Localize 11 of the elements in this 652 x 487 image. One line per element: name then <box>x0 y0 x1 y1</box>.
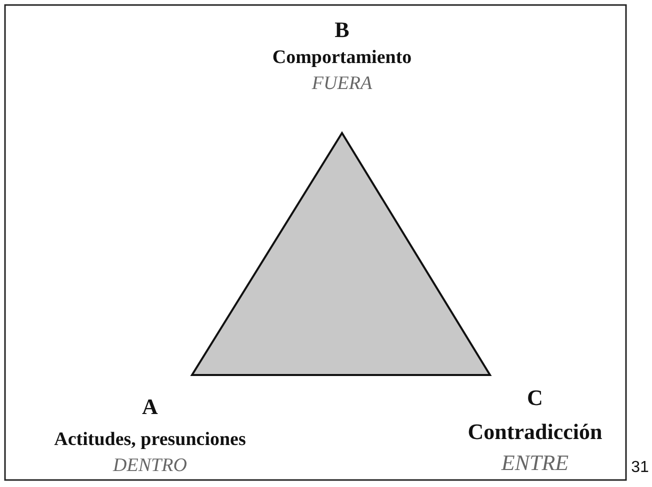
corner-note: ENTRE <box>501 450 569 476</box>
page-number: 31 <box>631 459 649 477</box>
corner-label: Contradicción <box>468 419 602 445</box>
corner-note: DENTRO <box>113 455 187 477</box>
corner-label: Actitudes, presunciones <box>54 429 246 451</box>
corner-letter: C <box>527 385 543 411</box>
corner-letter: B <box>334 17 350 43</box>
corner-note: FUERA <box>312 73 372 95</box>
triangle <box>190 131 492 376</box>
corner-label: Comportamiento <box>272 47 412 69</box>
corner-letter: A <box>142 394 158 420</box>
